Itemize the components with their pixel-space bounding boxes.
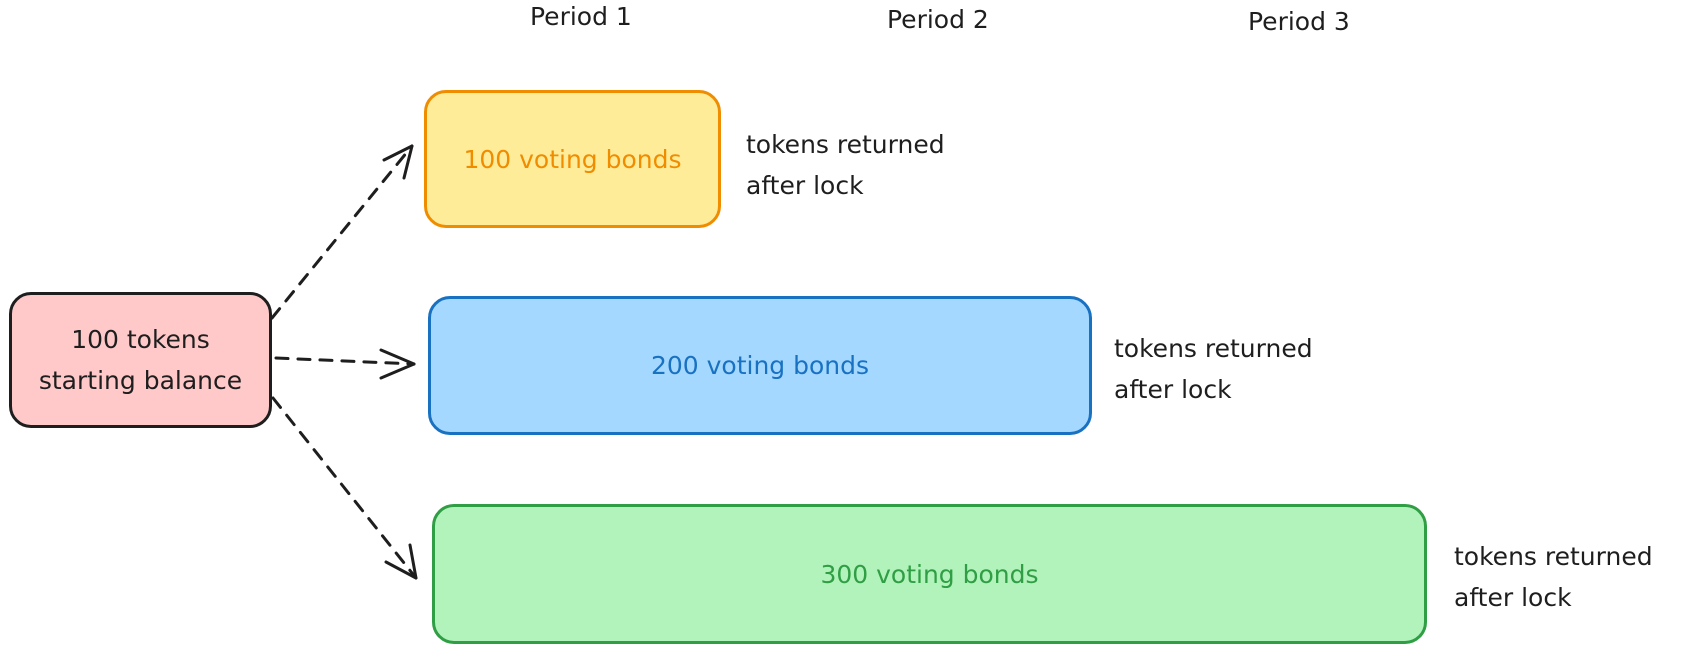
arrow-head-bond-1 [382, 144, 414, 180]
return-note-2-line-2: after lock [1114, 375, 1232, 404]
bond-box-200: 200 voting bonds [428, 296, 1092, 435]
bond-box-300: 300 voting bonds [432, 504, 1427, 644]
bond-label-300: 300 voting bonds [820, 559, 1039, 589]
return-note-1-line-1: tokens returned [746, 130, 945, 159]
bond-label-200: 200 voting bonds [650, 351, 870, 380]
arrow-head-bond-3 [384, 543, 418, 580]
arrow-to-bond-1 [270, 144, 414, 320]
return-note-1-line-2: after lock [746, 171, 864, 200]
arrow-to-bond-3 [271, 396, 418, 580]
period-3-label: Period 3 [1248, 7, 1350, 36]
arrow-head-bond-2 [379, 348, 416, 380]
return-note-2-line-1: tokens returned [1114, 334, 1313, 363]
period-2-label: Period 2 [887, 5, 989, 34]
return-note-3-line-1: tokens returned [1454, 542, 1653, 571]
starting-balance-box: 100 tokens starting balance [9, 292, 272, 428]
starting-balance-line-1: 100 tokens [71, 325, 210, 354]
return-note-3: tokens returned after lock [1454, 536, 1653, 618]
bond-label-100: 100 voting bonds [463, 144, 682, 174]
return-note-1: tokens returned after lock [746, 124, 945, 206]
period-1-label: Period 1 [530, 2, 632, 31]
return-note-3-line-2: after lock [1454, 583, 1572, 612]
bond-box-100: 100 voting bonds [424, 90, 721, 228]
starting-balance-line-2: starting balance [38, 366, 243, 395]
return-note-2: tokens returned after lock [1114, 328, 1313, 410]
arrow-to-bond-2 [274, 356, 416, 366]
